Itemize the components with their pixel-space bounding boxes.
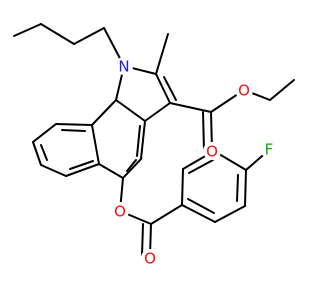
naphthalene-bond-7-double bbox=[136, 125, 141, 157]
ethyl-carbonyl-oxygen-label: O bbox=[206, 143, 218, 161]
benzo-bond-4 bbox=[40, 164, 67, 177]
methyl-bond bbox=[155, 33, 169, 75]
molecule-canvas: N O O O O F bbox=[13, 23, 295, 268]
fluorine-atom: F bbox=[260, 140, 278, 159]
ethyl-ester-oxygen-atom: O bbox=[235, 81, 253, 100]
butyl-bond-2 bbox=[40, 23, 75, 45]
fluorophenyl-bond-3 bbox=[244, 169, 247, 207]
fluorophenyl-bond-1-double bbox=[187, 198, 215, 214]
ester-carbonyl-oxygen-label: O bbox=[144, 250, 156, 268]
ester-carbonyl-oxygen-atom: O bbox=[141, 249, 159, 268]
molecule-structure-diagram: N O O O O F bbox=[13, 23, 295, 268]
naphthalene-bond-3 bbox=[98, 163, 124, 179]
nitrogen-atom: N bbox=[115, 57, 133, 76]
benzo-bond-1-double bbox=[61, 129, 86, 132]
ester-bond-c3-carbonyl bbox=[169, 102, 212, 113]
fluorophenyl-bond-2 bbox=[214, 205, 246, 223]
pyrrole-bond-c3a-c9b bbox=[115, 99, 146, 122]
fluorophenyl-bond-6 bbox=[181, 168, 184, 206]
ester-ring-oxygen-atom: O bbox=[111, 202, 129, 221]
aryl-ester-bond-carbonyl-oxygen-double bbox=[141, 223, 144, 257]
atom-labels: N O O O O F bbox=[111, 57, 278, 268]
butyl-bond-1 bbox=[13, 23, 42, 37]
nitrogen-label: N bbox=[118, 58, 129, 76]
naphthalene-bond-1 bbox=[91, 99, 117, 126]
benzo-bond-3-double bbox=[40, 144, 48, 161]
naphthalene-bond-6-double bbox=[126, 159, 137, 172]
ester-ring-oxygen-label: O bbox=[114, 203, 126, 221]
aryl-ester-bond-carbonyl-aryl bbox=[150, 204, 183, 225]
benzo-bond-1 bbox=[55, 123, 93, 126]
naphthalene-bond-5 bbox=[140, 120, 146, 160]
ethyl-carbonyl-oxygen-atom: O bbox=[203, 142, 221, 161]
butyl-bond-3 bbox=[73, 27, 105, 45]
naphthalene-bond-2 bbox=[91, 124, 100, 165]
ethyl-ester-oxygen-label: O bbox=[238, 82, 250, 100]
ester-bond-ch2-ch3 bbox=[269, 79, 295, 101]
pyrrole-bond-c3-c3a bbox=[144, 102, 171, 122]
benzo-bond-5-double bbox=[69, 160, 94, 170]
fluorophenyl-bond-3-double bbox=[236, 174, 239, 202]
pyrrole-bond-c2-c3 bbox=[155, 73, 171, 104]
ester-bond-carbonyl-oxygen-double bbox=[202, 111, 205, 151]
naphthalene-bond-4 bbox=[122, 158, 142, 179]
fluorophenyl-bond-5-double bbox=[188, 159, 214, 174]
pyrrole-bond-c2-c3-double bbox=[163, 76, 177, 101]
fluorine-label: F bbox=[265, 141, 274, 159]
benzo-bond-3 bbox=[32, 141, 42, 166]
benzo-bond-2 bbox=[32, 123, 57, 143]
benzo-bond-5 bbox=[65, 163, 100, 177]
skeletal-bonds bbox=[13, 23, 295, 257]
fluorophenyl-bond-1 bbox=[181, 204, 216, 223]
